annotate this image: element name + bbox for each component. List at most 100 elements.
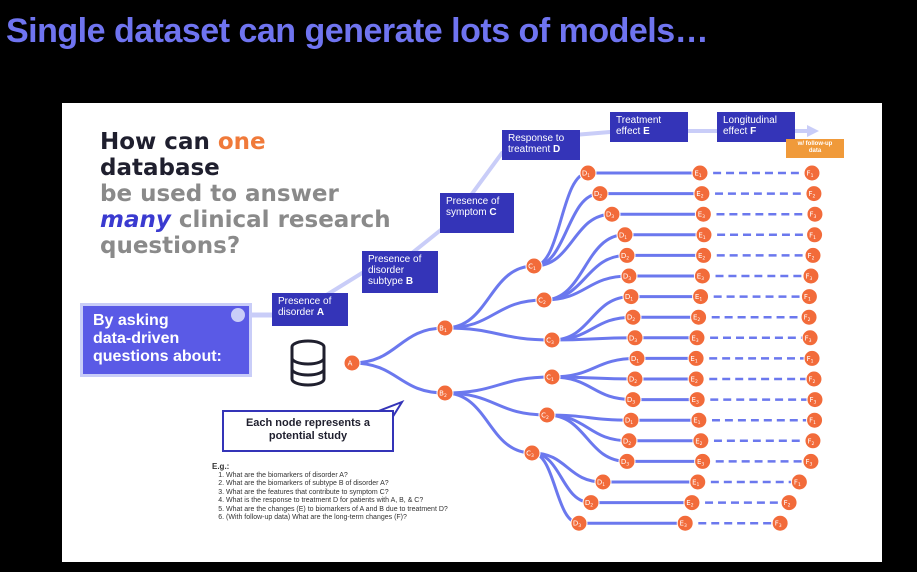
node-f: F1 — [806, 226, 824, 244]
node-circle — [687, 370, 705, 388]
node-letter: D2 — [629, 376, 637, 386]
node-letter: F2 — [804, 314, 811, 324]
node-circle — [800, 308, 818, 326]
node-subscript: 2 — [813, 379, 816, 385]
node-e: E1 — [687, 349, 705, 367]
node-circle — [683, 494, 701, 512]
headline-text: database — [100, 155, 220, 181]
node-circle — [688, 391, 706, 409]
node-letter: F3 — [805, 273, 812, 283]
node-letter: D1 — [619, 231, 627, 241]
headline-emphasis-many: many — [100, 207, 171, 233]
node-f: F2 — [780, 494, 798, 512]
slide-title: Single dataset can generate lots of mode… — [6, 12, 709, 50]
node-circle — [436, 319, 454, 337]
node-f: F2 — [805, 185, 823, 203]
tree-edge — [444, 391, 533, 455]
node-letter: E1 — [695, 293, 702, 303]
node-f: F2 — [805, 370, 823, 388]
node-letter: D2 — [627, 314, 635, 324]
node-letter: D3 — [623, 273, 631, 283]
node-f: F2 — [804, 432, 822, 450]
stage-longitudinal-effect: Longitudinal effect F — [717, 112, 795, 142]
node-circle — [694, 452, 712, 470]
node-subscript: 2 — [543, 300, 546, 306]
node-d: D1 — [622, 411, 640, 429]
node-letter: D2 — [623, 437, 631, 447]
node-subscript: 1 — [602, 482, 605, 488]
example-question: What is the response to treatment D for … — [226, 497, 482, 506]
example-question: What are the changes (E) to biomarkers o… — [226, 506, 482, 515]
node-subscript: 1 — [636, 358, 639, 364]
node-subscript: 2 — [788, 503, 791, 509]
tree-edge — [444, 375, 553, 395]
node-circle — [687, 349, 705, 367]
node-circle — [436, 384, 454, 402]
node-f: F3 — [802, 267, 820, 285]
node-d: D1 — [622, 288, 640, 306]
node-subscript: 2 — [813, 194, 816, 200]
stage-letter: C — [489, 207, 497, 218]
node-subscript: 2 — [695, 379, 698, 385]
node-e: E2 — [687, 370, 705, 388]
node-e: E2 — [693, 185, 711, 203]
node-d: D1 — [579, 164, 597, 182]
callout-text: potential study — [268, 430, 348, 442]
node-f: F1 — [790, 473, 808, 491]
node-circle — [801, 329, 819, 347]
node-e: E1 — [689, 473, 707, 491]
ask-box: By asking data-driven questions about: — [80, 303, 252, 377]
node-d: D3 — [626, 329, 644, 347]
node-subscript: 3 — [779, 523, 782, 529]
node-subscript: 3 — [696, 338, 699, 344]
node-letter: C2 — [538, 297, 546, 307]
node-circle — [622, 288, 640, 306]
node-letter: E3 — [692, 396, 699, 406]
node-subscript: 2 — [701, 194, 704, 200]
node-subscript: 2 — [632, 317, 635, 323]
node-letter: D3 — [627, 396, 635, 406]
node-subscript: 1 — [695, 358, 698, 364]
node-d: D3 — [624, 391, 642, 409]
stage-letter: E — [643, 126, 650, 137]
node-d: D2 — [624, 308, 642, 326]
tag-label: data — [808, 148, 822, 154]
node-circle — [694, 205, 712, 223]
ask-box-line: data-driven — [93, 330, 180, 347]
node-circle — [538, 406, 556, 424]
stage-label: Treatment — [616, 115, 662, 126]
connector-dot — [231, 308, 245, 322]
tree-edge — [533, 212, 613, 268]
stage-letter: A — [316, 307, 325, 318]
example-question: What are the features that contribute to… — [226, 489, 482, 498]
node-letter: A — [348, 360, 353, 368]
node-letter: F3 — [805, 334, 812, 344]
node-circle — [693, 267, 711, 285]
node-subscript: 1 — [699, 173, 702, 179]
node-circle — [582, 494, 600, 512]
example-question: What are the biomarkers of subtype B of … — [226, 480, 482, 489]
node-e: E3 — [693, 267, 711, 285]
node-letter: E2 — [698, 252, 705, 262]
node-letter: E3 — [680, 520, 687, 530]
node-circle — [618, 246, 636, 264]
node-f: F3 — [802, 452, 820, 470]
node-letter: D1 — [625, 417, 633, 427]
node-f: F1 — [800, 288, 818, 306]
node-subscript: 1 — [698, 420, 701, 426]
node-subscript: 3 — [814, 400, 817, 406]
node-letter: B2 — [439, 390, 447, 400]
node-circle — [594, 473, 612, 491]
node-letter: D1 — [631, 355, 639, 365]
node-subscript: 2 — [628, 441, 631, 447]
node-subscript: 1 — [813, 420, 816, 426]
node-f: F3 — [801, 329, 819, 347]
node-circle — [689, 473, 707, 491]
node-subscript: 1 — [533, 266, 536, 272]
node-e: E3 — [688, 391, 706, 409]
stage-label: Longitudinal — [723, 115, 777, 126]
node-circle — [691, 164, 709, 182]
node-circle — [616, 226, 634, 244]
node-letter: D1 — [625, 293, 633, 303]
node-circle — [343, 354, 361, 372]
